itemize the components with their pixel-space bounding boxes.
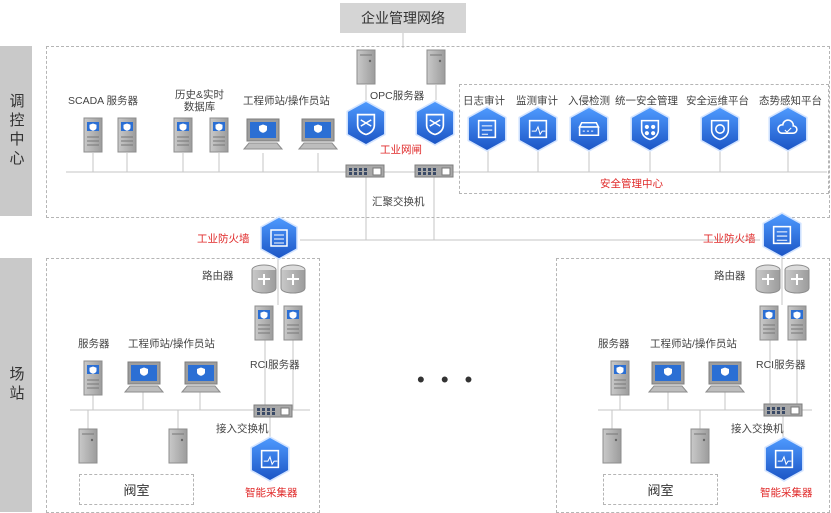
opc-server-label: OPC服务器	[370, 90, 425, 102]
industrial-gateway-icon	[414, 100, 456, 146]
right-workstation-icon	[648, 361, 688, 393]
security-item-situation-awareness: 态势感知平台	[759, 95, 822, 107]
left-valve-room: 阀室	[79, 474, 194, 505]
right-server-label: 服务器	[598, 338, 630, 350]
right-rci-server-icon	[787, 305, 807, 341]
left-firewall-label: 工业防火墙	[197, 233, 250, 245]
eng-station-label: 工程师站/操作员站	[243, 95, 330, 107]
situation-awareness-icon	[767, 106, 809, 152]
left-router-icon	[280, 264, 306, 294]
security-center-label: 安全管理中心	[600, 178, 663, 190]
right-rci-server-icon	[759, 305, 779, 341]
right-rci-label: RCI服务器	[756, 359, 806, 371]
database-server-icon	[173, 117, 193, 153]
security-center-zone	[459, 84, 829, 194]
left-access-switch-label: 接入交换机	[216, 423, 269, 435]
database-server-icon	[209, 117, 229, 153]
left-workstation-icon	[181, 361, 221, 393]
more-stations-ellipsis: • • •	[417, 367, 478, 392]
side-label-station: 场站	[0, 258, 32, 512]
security-item-ops-platform: 安全运维平台	[686, 95, 749, 107]
scada-server-icon	[83, 117, 103, 153]
intrusion-detection-icon	[568, 106, 610, 152]
industrial-gateway-label: 工业网闸	[380, 144, 422, 156]
right-smart-collector-icon	[763, 436, 805, 482]
left-rci-server-icon	[254, 305, 274, 341]
history-db-label: 历史&实时 数据库	[175, 89, 225, 113]
side-label-control-center: 调控中心	[0, 46, 32, 216]
right-router-label: 路由器	[714, 270, 746, 282]
left-rci-server-icon	[283, 305, 303, 341]
opc-server-icon	[356, 49, 376, 85]
left-rci-label: RCI服务器	[250, 359, 300, 371]
left-smart-collector-icon	[249, 436, 291, 482]
right-server-icon	[610, 360, 630, 396]
security-item-monitor-audit: 监测审计	[516, 95, 558, 107]
left-smart-collector-label: 智能采集器	[245, 487, 298, 499]
right-firewall-icon	[761, 212, 803, 258]
right-rtu-icon	[602, 428, 622, 464]
right-access-switch-icon	[763, 403, 803, 417]
log-audit-icon	[466, 106, 508, 152]
left-eng-station-label: 工程师站/操作员站	[128, 338, 215, 350]
agg-switch-icon	[345, 164, 385, 178]
left-server-label: 服务器	[78, 338, 110, 350]
scada-server-icon	[117, 117, 137, 153]
left-server-icon	[83, 360, 103, 396]
left-firewall-icon	[258, 216, 300, 260]
right-workstation-icon	[705, 361, 745, 393]
right-valve-room: 阀室	[603, 474, 718, 505]
left-router-icon	[251, 264, 277, 294]
right-eng-station-label: 工程师站/操作员站	[650, 338, 737, 350]
security-item-intrusion-detection: 入侵检测	[568, 95, 610, 107]
agg-switch-label: 汇聚交换机	[372, 196, 425, 208]
right-smart-collector-label: 智能采集器	[760, 487, 813, 499]
right-router-icon	[755, 264, 781, 294]
right-router-icon	[784, 264, 810, 294]
monitor-audit-icon	[517, 106, 559, 152]
enterprise-network-box: 企业管理网络	[340, 3, 466, 33]
industrial-gateway-icon	[345, 100, 387, 146]
left-rtu-icon	[168, 428, 188, 464]
left-workstation-icon	[124, 361, 164, 393]
right-rtu-icon	[690, 428, 710, 464]
left-access-switch-icon	[253, 404, 293, 418]
security-item-log-audit: 日志审计	[463, 95, 505, 107]
unified-management-icon	[629, 106, 671, 152]
right-firewall-label: 工业防火墙	[703, 233, 756, 245]
security-item-unified-management: 统一安全管理	[615, 95, 678, 107]
right-access-switch-label: 接入交换机	[731, 423, 784, 435]
control-center-zone	[46, 46, 830, 218]
ops-platform-icon	[699, 106, 741, 152]
left-router-label: 路由器	[202, 270, 234, 282]
opc-server-icon	[426, 49, 446, 85]
agg-switch-icon	[414, 164, 454, 178]
scada-label: SCADA 服务器	[68, 95, 139, 107]
left-rtu-icon	[78, 428, 98, 464]
workstation-monitor-icon	[298, 118, 338, 150]
workstation-monitor-icon	[243, 118, 283, 150]
